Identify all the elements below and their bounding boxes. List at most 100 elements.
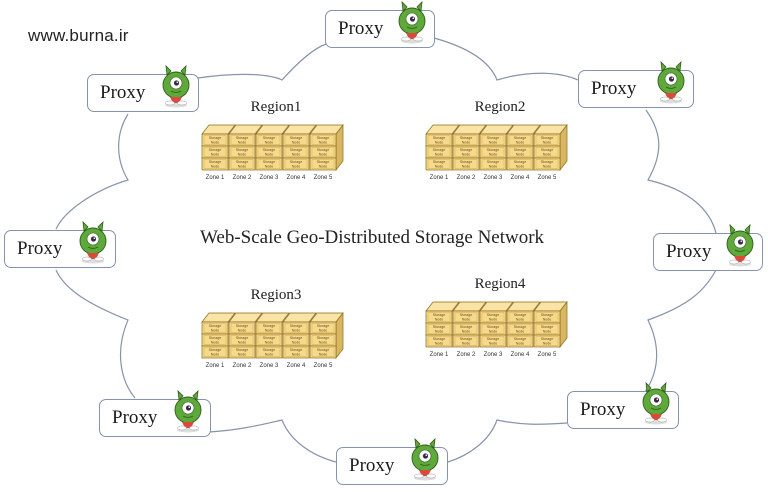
proxy-node-top-left[interactable]: Proxy — [87, 64, 199, 112]
svg-text:Storage: Storage — [236, 136, 249, 140]
proxy-node-left[interactable]: Proxy — [4, 220, 116, 268]
zone-label: Zone 2 — [457, 352, 476, 358]
svg-text:Storage: Storage — [433, 337, 446, 341]
proxy-label: Proxy — [100, 82, 146, 103]
storage-node: Storage Node — [255, 133, 283, 147]
proxy-node-right[interactable]: Proxy — [653, 223, 763, 271]
proxy-node-bottom-left[interactable]: Proxy — [99, 389, 211, 437]
zone-label: Zone 5 — [538, 175, 557, 181]
svg-text:Storage: Storage — [209, 324, 222, 328]
svg-text:Storage: Storage — [317, 160, 330, 164]
storage-node: Storage Node — [309, 133, 337, 147]
svg-text:Node: Node — [265, 140, 274, 144]
svg-text:Storage: Storage — [514, 136, 527, 140]
proxy-node-bottom[interactable]: Proxy — [336, 437, 448, 485]
zone-label: Zone 2 — [233, 175, 252, 181]
storage-node: Storage Node — [228, 345, 256, 359]
storage-node: Storage Node — [309, 321, 337, 335]
svg-text:Node: Node — [238, 340, 247, 344]
svg-text:Storage: Storage — [263, 136, 276, 140]
zone-label: Zone 3 — [484, 175, 503, 181]
svg-text:Node: Node — [489, 164, 498, 168]
svg-text:Node: Node — [435, 140, 444, 144]
zone-label: Zone 5 — [314, 363, 333, 369]
svg-text:Node: Node — [543, 329, 552, 333]
zone-label: Zone 2 — [457, 175, 476, 181]
svg-text:Storage: Storage — [487, 136, 500, 140]
svg-text:Storage: Storage — [317, 324, 330, 328]
svg-text:Storage: Storage — [460, 136, 473, 140]
svg-text:Node: Node — [211, 328, 220, 332]
svg-text:Node: Node — [516, 329, 525, 333]
svg-text:Storage: Storage — [290, 148, 303, 152]
region-1[interactable]: Region1 Storage Node Storage Node Storag… — [196, 99, 356, 201]
svg-text:Node: Node — [489, 317, 498, 321]
storage-node: Storage Node — [282, 133, 310, 147]
svg-text:Storage: Storage — [487, 325, 500, 329]
svg-text:Node: Node — [319, 164, 328, 168]
svg-text:Storage: Storage — [290, 136, 303, 140]
monster-mascot-icon — [655, 59, 687, 105]
svg-text:Node: Node — [489, 341, 498, 345]
svg-text:Storage: Storage — [209, 160, 222, 164]
region-title: Region4 — [474, 276, 526, 292]
storage-node: Storage Node — [201, 133, 229, 147]
storage-node: Storage Node — [479, 310, 507, 324]
proxy-label: Proxy — [591, 78, 637, 99]
svg-text:Node: Node — [462, 317, 471, 321]
svg-text:Node: Node — [543, 317, 552, 321]
svg-text:Storage: Storage — [236, 336, 249, 340]
svg-text:Node: Node — [238, 328, 247, 332]
svg-text:Storage: Storage — [460, 313, 473, 317]
svg-text:Storage: Storage — [487, 148, 500, 152]
storage-node: Storage Node — [201, 321, 229, 335]
svg-text:Storage: Storage — [541, 136, 554, 140]
proxy-node-bottom-right[interactable]: Proxy — [567, 381, 679, 429]
svg-text:Storage: Storage — [433, 313, 446, 317]
svg-text:Storage: Storage — [263, 348, 276, 352]
svg-text:Storage: Storage — [290, 160, 303, 164]
svg-text:Storage: Storage — [514, 160, 527, 164]
svg-text:Node: Node — [211, 352, 220, 356]
proxy-label: Proxy — [349, 455, 395, 476]
svg-text:Node: Node — [516, 164, 525, 168]
region-2[interactable]: Region2 Storage Node Storage Node Storag… — [420, 99, 580, 201]
monster-mascot-icon — [396, 0, 428, 45]
svg-text:Node: Node — [516, 317, 525, 321]
storage-node: Storage Node — [255, 345, 283, 359]
svg-text:Storage: Storage — [460, 325, 473, 329]
svg-text:Storage: Storage — [487, 160, 500, 164]
storage-node: Storage Node — [506, 157, 534, 171]
svg-text:Storage: Storage — [541, 160, 554, 164]
storage-node: Storage Node — [506, 145, 534, 159]
svg-text:Node: Node — [211, 152, 220, 156]
storage-node: Storage Node — [452, 322, 480, 336]
svg-text:Node: Node — [516, 152, 525, 156]
storage-node: Storage Node — [425, 145, 453, 159]
monster-mascot-icon — [640, 380, 672, 426]
svg-text:Node: Node — [292, 152, 301, 156]
region-3[interactable]: Region3 Storage Node Storage Node Storag… — [196, 287, 356, 389]
svg-text:Node: Node — [265, 340, 274, 344]
zone-label: Zone 5 — [314, 175, 333, 181]
svg-text:Node: Node — [462, 152, 471, 156]
svg-text:Node: Node — [435, 341, 444, 345]
storage-node: Storage Node — [452, 145, 480, 159]
svg-text:Storage: Storage — [317, 136, 330, 140]
svg-text:Storage: Storage — [236, 324, 249, 328]
svg-text:Storage: Storage — [433, 325, 446, 329]
proxy-node-top[interactable]: Proxy — [325, 0, 435, 48]
storage-node: Storage Node — [533, 322, 561, 336]
region-title: Region2 — [474, 99, 526, 115]
svg-text:Node: Node — [462, 341, 471, 345]
proxy-node-top-right[interactable]: Proxy — [578, 60, 694, 108]
region-4[interactable]: Region4 Storage Node Storage Node Storag… — [420, 276, 580, 378]
storage-node: Storage Node — [479, 322, 507, 336]
monster-mascot-icon — [724, 222, 756, 268]
svg-text:Storage: Storage — [460, 160, 473, 164]
svg-text:Storage: Storage — [460, 337, 473, 341]
svg-text:Storage: Storage — [236, 160, 249, 164]
storage-node: Storage Node — [309, 145, 337, 159]
svg-text:Node: Node — [319, 352, 328, 356]
